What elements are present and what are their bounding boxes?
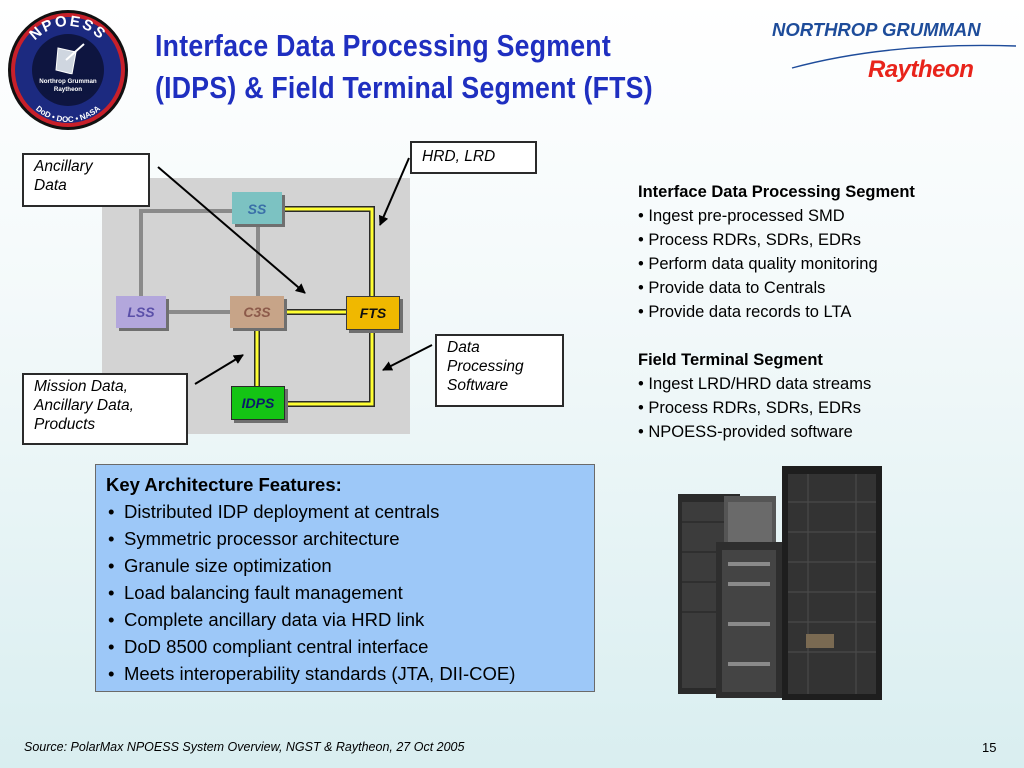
key-features-box: Key Architecture Features: Distributed I… (95, 464, 595, 692)
arrow-mission (194, 354, 244, 385)
source-citation: Source: PolarMax NPOESS System Overview,… (24, 740, 465, 754)
callout-line: Processing (447, 358, 524, 375)
list-item: • Ingest LRD/HRD data streams (638, 375, 872, 393)
list-item: • Ingest pre-processed SMD (638, 207, 845, 225)
npoess-logo: NPOESS DoD • DOC • NASA Northrop Grumman… (8, 10, 128, 130)
callout-hrd-lrd: HRD, LRD (410, 141, 537, 174)
arrow-dps (382, 344, 433, 371)
key-features-title: Key Architecture Features: (106, 474, 342, 495)
list-item: • Process RDRs, SDRs, EDRs (638, 399, 862, 417)
callout-line: Software (447, 377, 509, 394)
list-item: DoD 8500 compliant central interface (106, 633, 584, 660)
title-line-2: (IDPS) & Field Terminal Segment (FTS) (155, 70, 653, 105)
callout-line: Mission Data, (34, 378, 128, 395)
callout-data-processing-software: Data Processing Software (435, 334, 564, 407)
callout-ancillary-data: Ancillary Data (22, 153, 150, 207)
server-racks-image (678, 466, 882, 700)
list-item: • Process RDRs, SDRs, EDRs (638, 231, 862, 249)
northrop-grumman-logo: NORTHROP GRUMMAN (772, 19, 1017, 69)
link-lss-ss (139, 209, 232, 312)
list-item: • NPOESS-provided software (638, 423, 853, 441)
page-title: Interface Data Processing Segment (IDPS)… (155, 25, 688, 109)
list-item: • Provide data to Centrals (638, 279, 826, 297)
callout-line: Ancillary (34, 158, 93, 175)
arrow-hrd (378, 157, 410, 226)
list-item: • Provide data records to LTA (638, 303, 852, 321)
list-item: • Perform data quality monitoring (638, 255, 878, 273)
raytheon-logo: Raytheon (868, 56, 974, 83)
callout-mission-data: Mission Data, Ancillary Data, Products (22, 373, 188, 445)
node-fts: FTS (346, 296, 400, 330)
link-ss-fts (282, 207, 374, 296)
callout-line: Data (447, 339, 480, 356)
node-c3s: C3S (230, 296, 284, 328)
arrow-ancillary (157, 166, 306, 294)
list-item: Meets interoperability standards (JTA, D… (106, 660, 584, 687)
key-features-list: Distributed IDP deployment at centrals S… (106, 498, 584, 687)
list-item: Complete ancillary data via HRD link (106, 606, 584, 633)
list-item: Symmetric processor architecture (106, 525, 584, 552)
title-line-1: Interface Data Processing Segment (155, 28, 611, 63)
northrop-grumman-text: NORTHROP GRUMMAN (772, 19, 981, 40)
idps-segment-title: Interface Data Processing Segment (638, 183, 915, 201)
list-item: Distributed IDP deployment at centrals (106, 498, 584, 525)
node-lss: LSS (116, 296, 166, 328)
callout-line: Ancillary Data, (34, 397, 134, 414)
callout-line: Products (34, 416, 96, 433)
segment-descriptions: Interface Data Processing Segment • Inge… (638, 180, 1018, 444)
page-number: 15 (982, 740, 997, 755)
node-idps: IDPS (231, 386, 285, 420)
callout-line: Data (34, 177, 67, 194)
fts-segment-title: Field Terminal Segment (638, 351, 823, 369)
node-ss: SS (232, 192, 282, 224)
list-item: Load balancing fault management (106, 579, 584, 606)
link-fts-idps (283, 328, 374, 406)
list-item: Granule size optimization (106, 552, 584, 579)
